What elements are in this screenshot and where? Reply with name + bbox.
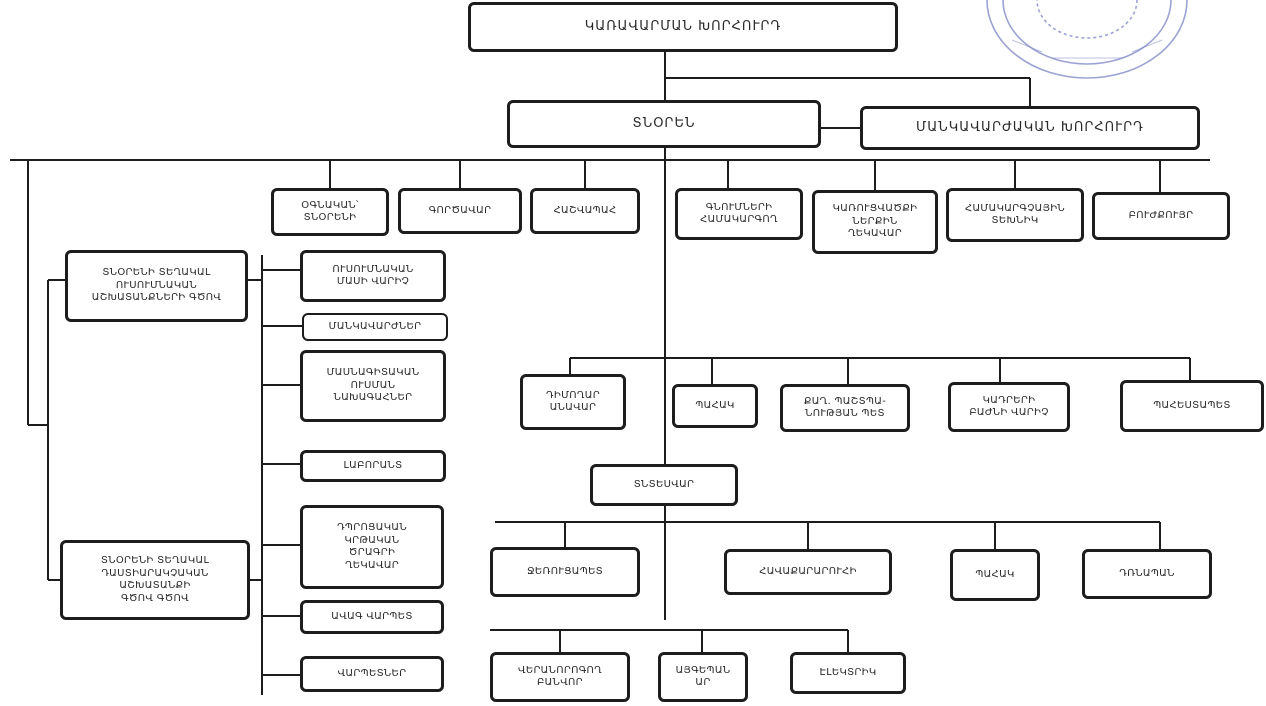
accounting-box: ՀԱՇՎԱՊԱՀ (530, 188, 640, 234)
nurse-box: ԲՈՒԺՔՈՒՅՐ (1092, 192, 1230, 240)
lab-assistant-box: ԼԱԲՈՐԱՆՏ (300, 450, 446, 482)
teachers-box: ՄԱՆԿԱՎԱՐԺՆԵՐ (302, 313, 448, 341)
hr-department-head-box: ԿԱԴՐԵՐԻ ԲԱԺՆԻ ՎԱՐԻՉ (948, 382, 1070, 432)
cleaner-box: ՀԱՎԱՔԱՐԱՐՈՒՀԻ (724, 549, 892, 595)
director-box: ՏՆՕՐԵՆ (507, 100, 821, 148)
warehouse-keeper-box: ՊԱՀԵՍՏԱՊԵՏ (1120, 380, 1264, 432)
deputy-director-upbringing-box: ՏՆՕՐԵՆԻ ՏԵՂԱԿԱԼ ԴԱՍՏԻԱՐԱԿՉԱԿԱՆ ԱՇԽԱՏԱՆՔԻ… (60, 540, 250, 620)
board-of-trustees-box: ԿԱՌԱՎԱՐՄԱՆ ԽՈՐՀՈՒՐԴ (468, 2, 898, 52)
heating-operator-box: ՋԵՌՈՒՑԱՊԵՏ (490, 547, 640, 597)
electrician-box: ԷԼԵԿՏՐԻԿ (790, 652, 906, 694)
official-seal (986, 0, 1188, 79)
gardener-box: ԱՅԳԵՊԱՆ ԱՐ (658, 652, 748, 702)
school-program-head-box: ԴՊՐՈՑԱԿԱՆ ԿՐԹԱԿԱՆ ԾՐԱԳՐԻ ՂԵԿԱՎԱՐ (300, 505, 444, 589)
clerk-box: ԳՈՐԾԱՎԱՐ (398, 188, 522, 234)
procurement-coordinator-box: ԳՆՈՒՄՆԵՐԻ ՀԱՄԱԿԱՐԳՈՂ (675, 188, 803, 240)
masters-box: ՎԱՐՊԵՏՆԵՐ (300, 656, 444, 692)
watchman-box: ՊԱՀԱԿ (950, 549, 1040, 601)
methodical-head-box: ՈՒՍՈՒՄՆԱԿԱՆ ՄԱՍԻ ՎԱՐԻՉ (300, 250, 446, 302)
doorman-box: ԴՌՆԱՊԱՆ (1082, 549, 1212, 599)
caretaker-box: ՏՆՏԵՍՎԱՐ (590, 464, 738, 506)
pedagogical-council-box: ՄԱՆԿԱՎԱՐԺԱԿԱՆ ԽՈՐՀՈՒՐԴ (860, 106, 1200, 150)
lead-master-box: ԱՎԱԳ ՎԱՐՊԵՏ (300, 600, 444, 634)
system-technician-box: ՀԱՄԱԿԱՐԳՉԱՅԻՆ ՏԵԽՆԻԿ (946, 188, 1084, 242)
deputy-director-education-box: ՏՆՕՐԵՆԻ ՏԵՂԱԿԱԼ ՈՒՍՈՒՄՆԱԿԱՆ ԱՇԽԱՏԱՆՔՆԵՐԻ… (65, 250, 248, 322)
civil-defense-head-box: ՔԱՂ. ՊԱՇՏՊԱ- ՆՈՒԹՅԱՆ ՊԵՏ (780, 384, 910, 432)
guard-box: ՊԱՀԱԿ (672, 384, 758, 428)
repair-worker-box: ՎԵՐԱՆՈՐՈԳՈՂ ԲԱՆՎՈՐ (490, 652, 630, 702)
storekeeper-box: ԴԻՄՈՂԱՐ ԱՆԱՎԱՐ (520, 374, 626, 430)
assistant-director-box: ՕԳՆԱԿԱՆ՝ ՏՆՕՐԵՆԻ (271, 188, 389, 236)
internal-manager-box: ԿԱՌՈՒՑՎԱԾՔԻ ՆԵՐՔԻՆ ՂԵԿԱՎԱՐ (812, 190, 938, 254)
subject-associations-box: ՄԱՍՆԱԳԻՏԱԿԱՆ ՈՒՍՄԱՆ ՆԱԽԱԳԱՀՆԵՐ (300, 350, 446, 422)
